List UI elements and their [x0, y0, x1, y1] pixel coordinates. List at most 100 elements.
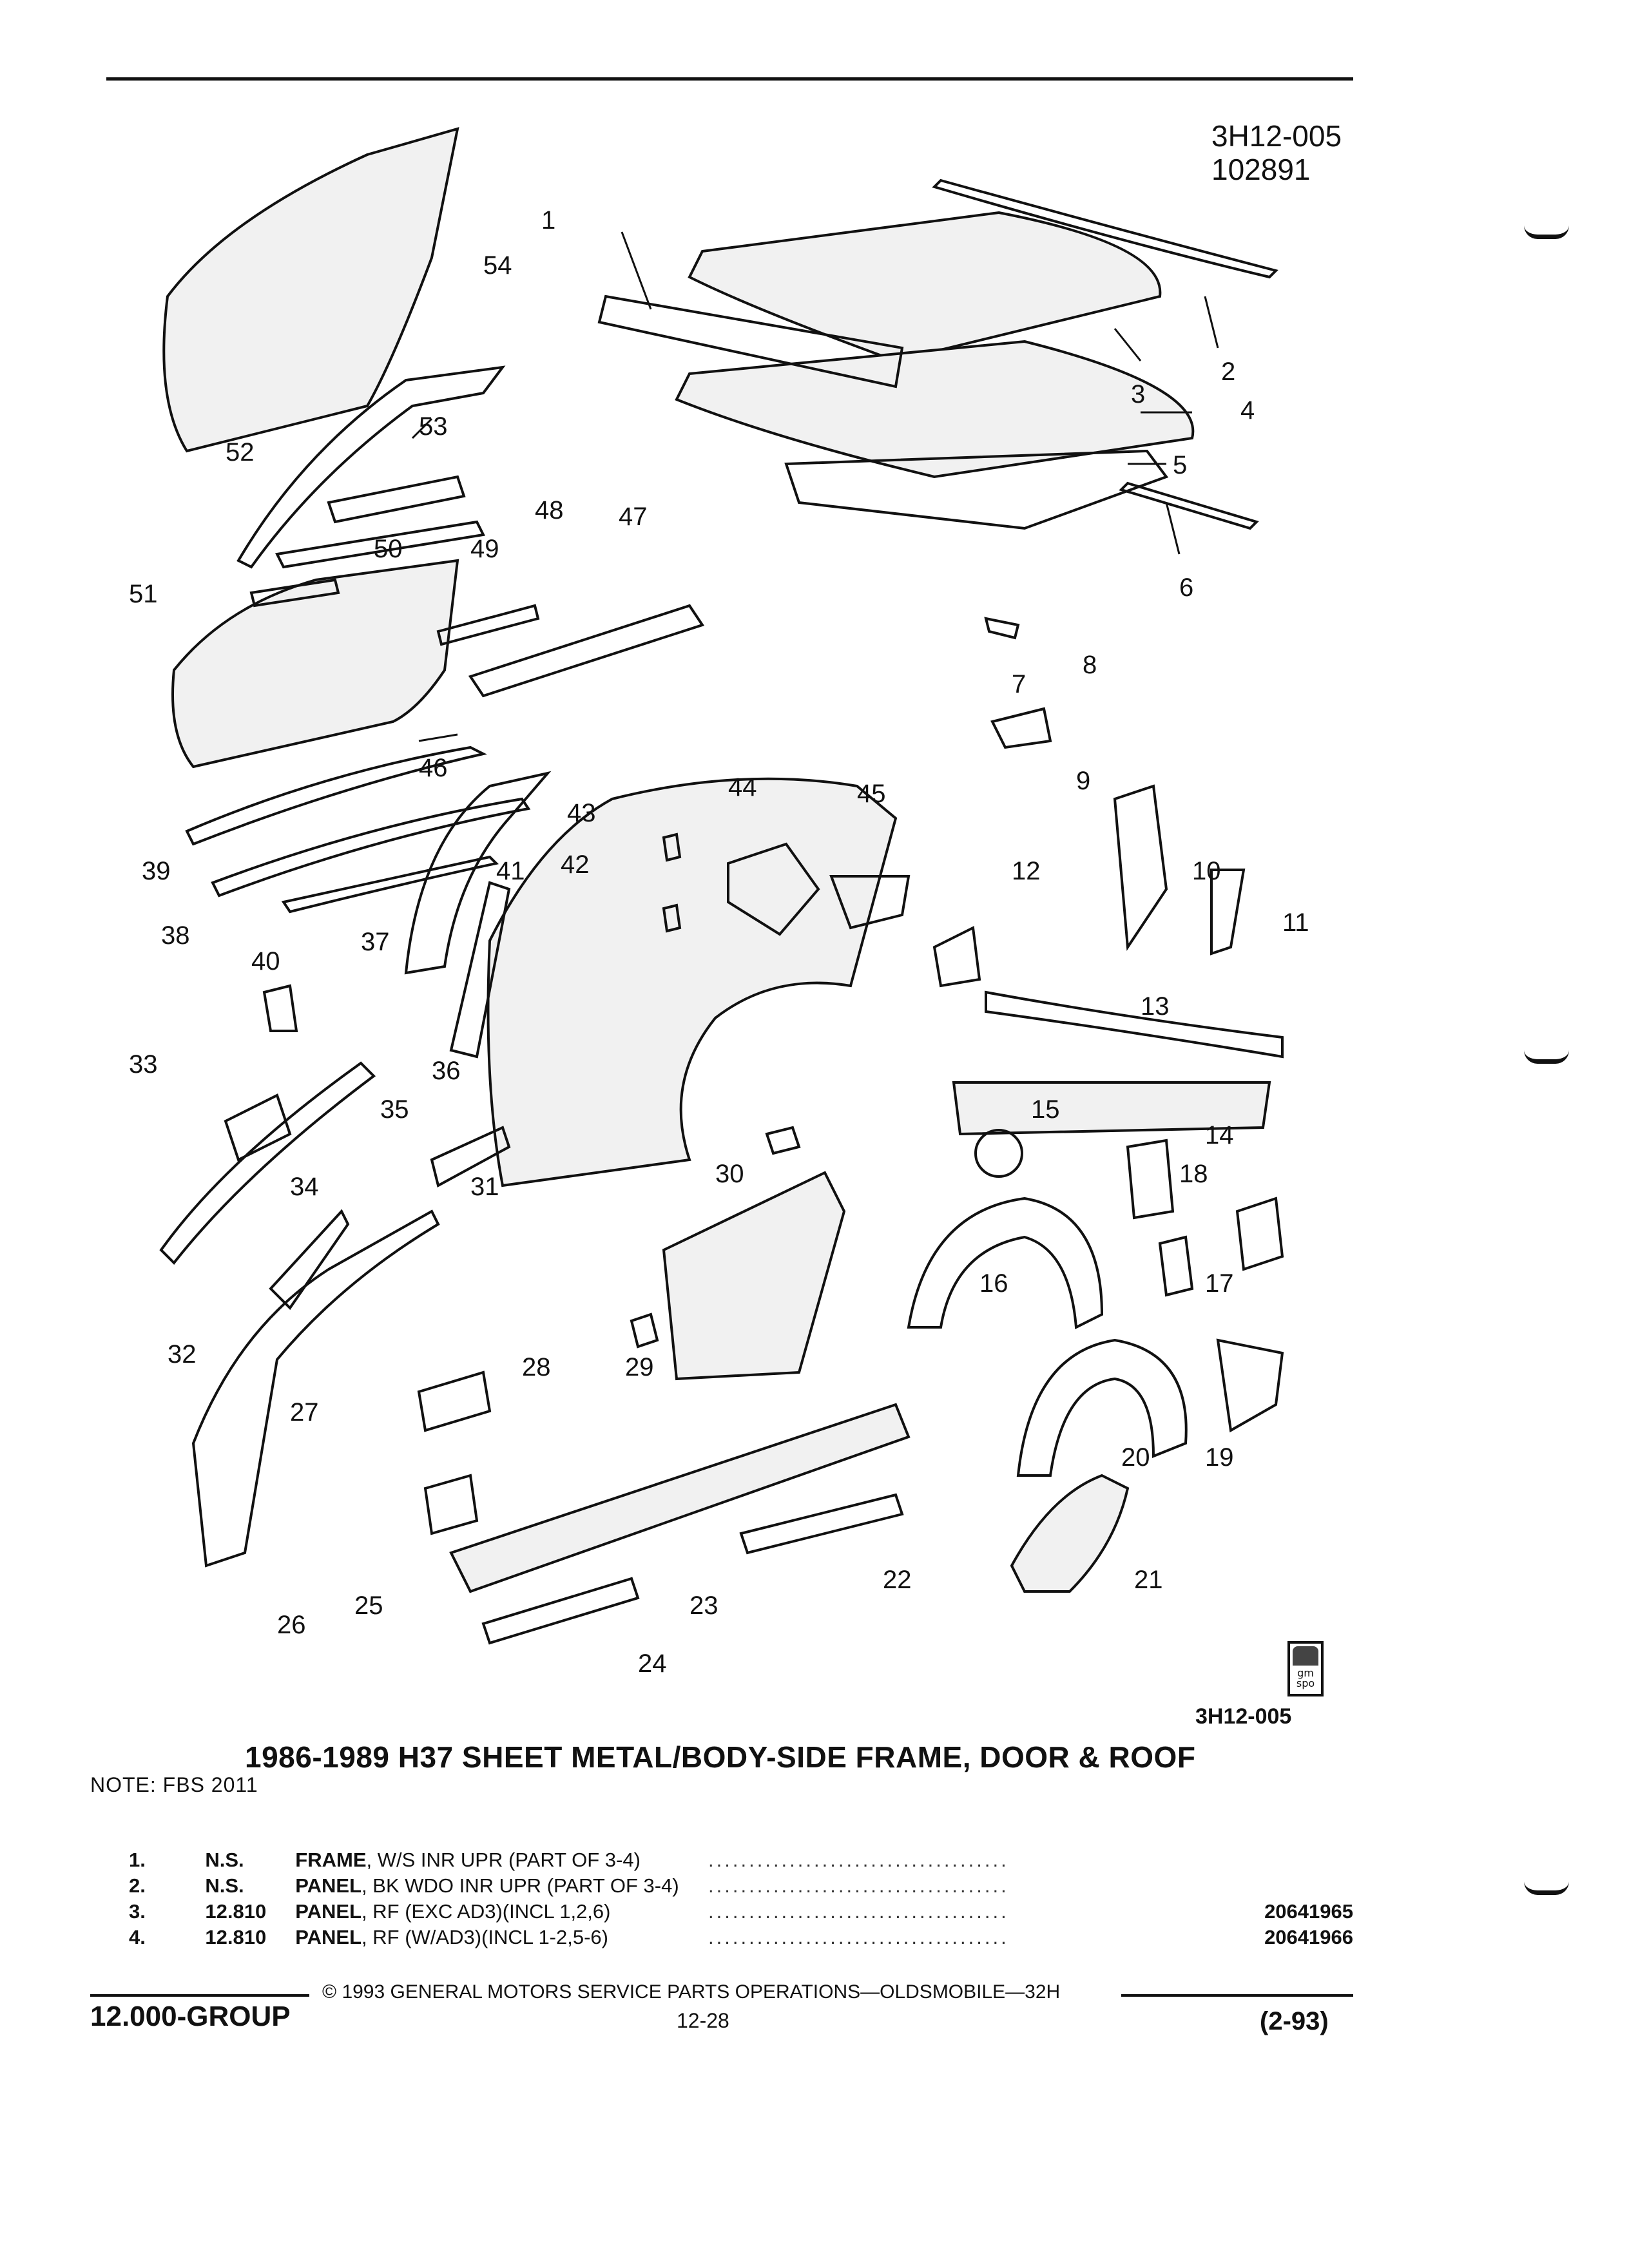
callout-21: 21: [1134, 1566, 1163, 1594]
callout-6: 6: [1179, 573, 1194, 602]
callout-9: 9: [1076, 767, 1091, 795]
margin-mark-middle: [1524, 1050, 1569, 1064]
part-window-frame-52: [236, 365, 506, 569]
part-number: 20641965: [1264, 1900, 1353, 1923]
callout-22: 22: [883, 1566, 912, 1594]
callout-23: 23: [689, 1591, 718, 1620]
part-plate-14: [1126, 1139, 1175, 1220]
callout-19: 19: [1205, 1443, 1234, 1472]
item-number: 3.: [129, 1900, 146, 1923]
part-wheelhouse-20: [1016, 1338, 1188, 1477]
callout-14: 14: [1205, 1121, 1234, 1149]
part-rocker-22: [739, 1493, 904, 1555]
part-description: FRAME, W/S INR UPR (PART OF 3-4): [295, 1846, 708, 1872]
part-rocker-24: [481, 1577, 640, 1645]
part-shelf-13: [952, 1081, 1271, 1136]
leader-line: [1113, 328, 1142, 361]
part-name: PANEL: [295, 1926, 362, 1948]
leader-line: [1204, 296, 1219, 349]
part-rail-41: [281, 855, 499, 914]
callout-16: 16: [979, 1269, 1008, 1298]
leader-dots: .....................................: [708, 1874, 1009, 1897]
logo-text: gm spo: [1296, 1667, 1315, 1689]
callout-44: 44: [728, 773, 757, 802]
reference-date: 102891: [1211, 153, 1311, 186]
part-clip-42: [662, 903, 682, 933]
callout-5: 5: [1173, 451, 1188, 479]
part-rail-40: [211, 797, 531, 898]
part-molding-49: [275, 520, 486, 569]
parts-list: 1. N.S. FRAME, W/S INR UPR (PART OF 3-4)…: [129, 1846, 1353, 1949]
callout-51: 51: [129, 580, 158, 608]
callout-15: 15: [1031, 1095, 1060, 1124]
callout-53: 53: [419, 412, 448, 441]
callout-50: 50: [374, 535, 403, 563]
part-detail: , W/S INR UPR (PART OF 3-4): [366, 1849, 641, 1871]
leader-line: [1165, 502, 1181, 555]
part-bracket-44: [727, 842, 820, 936]
part-lower-panel-29: [662, 1171, 846, 1381]
callout-40: 40: [251, 947, 280, 975]
part-roof-panel-3: [688, 211, 1162, 363]
group-number: N.S.: [205, 1874, 244, 1897]
part-shield-21: [1010, 1474, 1130, 1593]
callout-29: 29: [625, 1353, 654, 1381]
part-reinforcement-48: [436, 604, 540, 646]
part-grommet-15: [974, 1129, 1023, 1178]
callout-35: 35: [380, 1095, 409, 1124]
part-bracket-25: [423, 1474, 479, 1535]
callout-12: 12: [1012, 857, 1041, 885]
part-description: PANEL, RF (W/AD3)(INCL 1-2,5-6): [295, 1923, 708, 1949]
margin-mark-top: [1524, 226, 1569, 239]
copyright: © 1993 GENERAL MOTORS SERVICE PARTS OPER…: [322, 1981, 1061, 2003]
part-rail-39: [185, 745, 487, 846]
part-description: PANEL, RF (EXC AD3)(INCL 1,2,6): [295, 1898, 708, 1923]
part-bracket-8: [990, 707, 1052, 749]
callout-41: 41: [496, 857, 525, 885]
footer-rule-left: [90, 1994, 309, 1997]
callout-10: 10: [1192, 857, 1221, 885]
part-pillar-26: [191, 1209, 440, 1568]
note-text: NOTE: FBS 2011: [90, 1773, 258, 1796]
part-rocker-23: [449, 1403, 911, 1593]
callout-2: 2: [1221, 358, 1236, 386]
parts-row: 2. N.S. PANEL, BK WDO INR UPR (PART OF 3…: [129, 1872, 1353, 1898]
callout-28: 28: [522, 1353, 551, 1381]
part-frame-1: [597, 294, 904, 389]
part-bracket-12: [932, 925, 981, 988]
revision-date: (2-93): [1260, 2007, 1329, 2035]
part-number: [1235, 1872, 1353, 1898]
callout-1: 1: [541, 206, 556, 235]
leader-dots: .....................................: [708, 1900, 1009, 1923]
part-bracket-27: [417, 1370, 492, 1432]
footer-group: 12.000-GROUP: [90, 2001, 291, 2032]
part-door-inner-46: [171, 559, 459, 769]
part-molding-53: [327, 475, 466, 524]
leader-line: [418, 733, 458, 742]
logo-emblem: [1293, 1646, 1318, 1666]
margin-mark-bottom: [1524, 1881, 1569, 1895]
callout-48: 48: [535, 496, 564, 524]
leader-line: [411, 418, 433, 439]
part-name: FRAME: [295, 1849, 367, 1871]
callout-20: 20: [1121, 1443, 1150, 1472]
top-rule: [106, 77, 1353, 81]
part-strip-50: [249, 578, 340, 608]
leader-dots: .....................................: [708, 1849, 1009, 1871]
callout-31: 31: [470, 1173, 499, 1201]
reference-code: 3H12-005: [1211, 119, 1342, 153]
callout-45: 45: [857, 780, 886, 808]
part-clip-28: [630, 1312, 659, 1349]
callout-24: 24: [638, 1649, 667, 1678]
leader-line: [621, 231, 652, 310]
page-number: 12-28: [677, 2009, 729, 2032]
exploded-parts-diagram: 1 2 3 4 5 6 7 8 9 10 11 12 13 14 15 16 1…: [97, 116, 1360, 1701]
part-sunroof-frame-5: [784, 449, 1169, 530]
part-pillar-36: [449, 881, 511, 1059]
callout-43: 43: [567, 799, 596, 827]
parts-row: 4. 12.810 PANEL, RF (W/AD3)(INCL 1-2,5-6…: [129, 1923, 1353, 1949]
part-detail: , RF (EXC AD3)(INCL 1,2,6): [361, 1900, 611, 1923]
part-number: 20641966: [1264, 1926, 1353, 1948]
callout-18: 18: [1179, 1160, 1208, 1188]
callout-26: 26: [277, 1611, 306, 1639]
